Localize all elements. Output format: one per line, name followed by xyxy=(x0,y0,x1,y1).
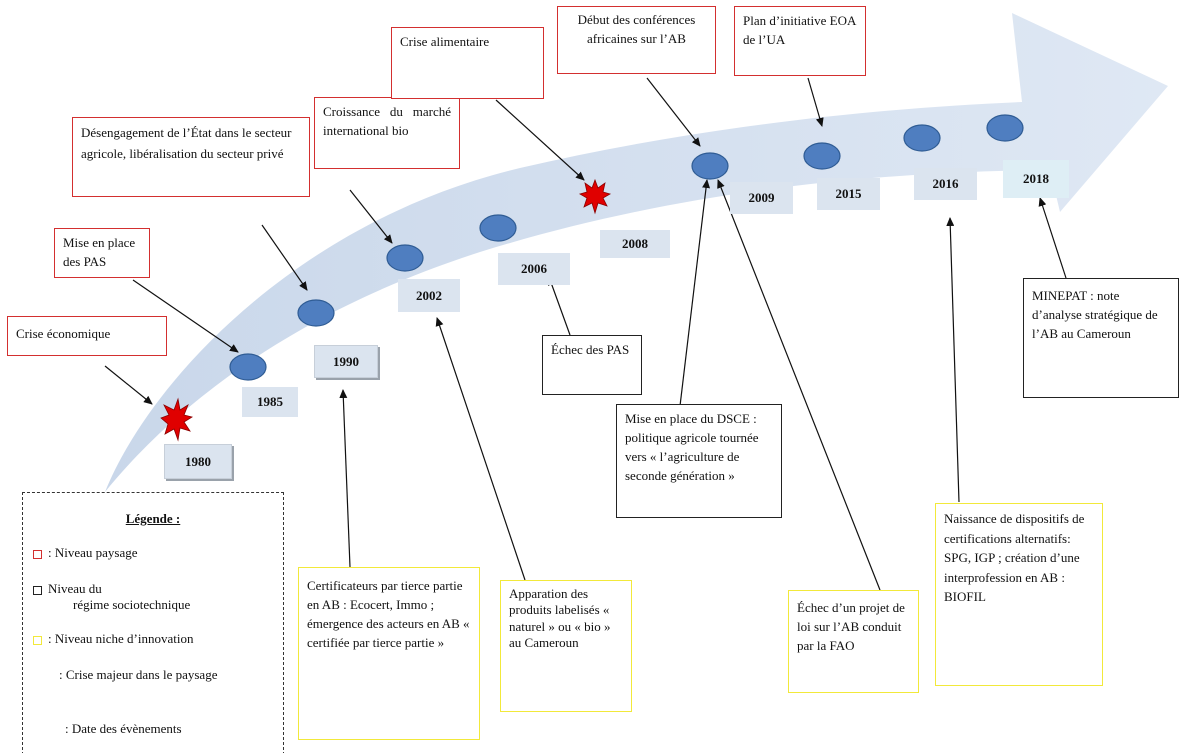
date-2009: 2009 xyxy=(730,182,793,214)
legend-regime-icon xyxy=(33,585,42,595)
date-2002: 2002 xyxy=(398,279,460,312)
event-apparition: Apparation des produits labelisés « natu… xyxy=(500,580,632,712)
connector-desengagement xyxy=(261,224,308,291)
timeline-arrow xyxy=(105,13,1168,492)
legend-regime-line2: régime sociotechnique xyxy=(73,597,277,613)
crisis-star-1980 xyxy=(160,397,194,442)
legend-crise: : Crise majeur dans le paysage xyxy=(31,665,251,685)
node-2006 xyxy=(479,214,517,242)
legend-niche-label: : Niveau niche d’innovation xyxy=(48,631,194,646)
legend-crise-label: : Crise majeur dans le paysage xyxy=(59,667,218,682)
event-echec-pas: Échec des PAS xyxy=(542,335,642,395)
node-2002 xyxy=(386,244,424,272)
event-echec-projet-loi: Échec d’un projet de loi sur l’AB condui… xyxy=(788,590,919,693)
connector-certificateurs xyxy=(339,389,351,568)
date-2018: 2018 xyxy=(1003,160,1069,198)
legend-title: Légende : xyxy=(125,511,181,526)
date-2008: 2008 xyxy=(600,230,670,258)
legend-paysage-label: : Niveau paysage xyxy=(48,545,138,560)
connector-apparition xyxy=(435,317,526,581)
connector-pas xyxy=(132,279,239,353)
date-1980: 1980 xyxy=(164,444,232,479)
event-minepat: MINEPAT : note d’analyse stratégique de … xyxy=(1023,278,1179,398)
node-2015 xyxy=(803,142,841,170)
node-2009 xyxy=(691,152,729,180)
date-2006: 2006 xyxy=(498,253,570,285)
legend: Légende : : Niveau paysage Niveau du rég… xyxy=(22,492,284,753)
date-1985: 1985 xyxy=(242,387,298,417)
connector-echec-loi xyxy=(717,179,881,591)
event-desengagement: Désengagement de l’État dans le secteur … xyxy=(72,117,310,197)
event-dsce: Mise en place du DSCE : politique agrico… xyxy=(616,404,782,518)
legend-niche-icon xyxy=(33,635,42,645)
date-2016: 2016 xyxy=(914,168,977,200)
connector-dsce xyxy=(679,179,711,407)
legend-niche: : Niveau niche d’innovation xyxy=(33,631,277,647)
node-2018 xyxy=(986,114,1024,142)
event-naissance: Naissance de dispositifs de certificatio… xyxy=(935,503,1103,686)
legend-date: : Date des évènements xyxy=(65,721,277,737)
date-2015: 2015 xyxy=(817,178,880,210)
event-debut-conferences: Début des conférences africaines sur l’A… xyxy=(557,6,716,74)
connector-plan-eoa xyxy=(807,77,824,127)
legend-regime: Niveau du xyxy=(33,581,277,597)
connector-crise-alimentaire xyxy=(495,99,585,181)
event-certificateurs: Certificateurs par tierce partie en AB :… xyxy=(298,567,480,740)
connector-conferences xyxy=(646,77,701,147)
connector-crise-economique xyxy=(104,365,153,405)
connector-croissance xyxy=(349,189,393,244)
event-plan-initiative: Plan d’initiative EOA de l’UA xyxy=(734,6,866,76)
node-2016 xyxy=(903,124,941,152)
node-1990 xyxy=(297,299,335,327)
event-crise-alimentaire: Crise alimentaire xyxy=(391,27,544,99)
connector-minepat xyxy=(1038,197,1067,279)
connector-naissance xyxy=(946,217,960,503)
connector-echec-pas xyxy=(547,276,571,336)
legend-regime-label-2: régime sociotechnique xyxy=(73,597,191,612)
legend-paysage: : Niveau paysage xyxy=(33,545,277,561)
legend-paysage-icon xyxy=(33,549,42,559)
event-croissance: Croissance du marché international bio xyxy=(314,97,460,169)
legend-regime-label-1: Niveau du xyxy=(48,581,102,596)
crisis-star-2008 xyxy=(578,178,612,215)
date-1990: 1990 xyxy=(314,345,378,378)
event-mise-en-place-pas: Mise en place des PAS xyxy=(54,228,150,278)
legend-date-label: : Date des évènements xyxy=(65,721,182,736)
node-1985 xyxy=(229,353,267,381)
event-crise-economique: Crise économique xyxy=(7,316,167,356)
